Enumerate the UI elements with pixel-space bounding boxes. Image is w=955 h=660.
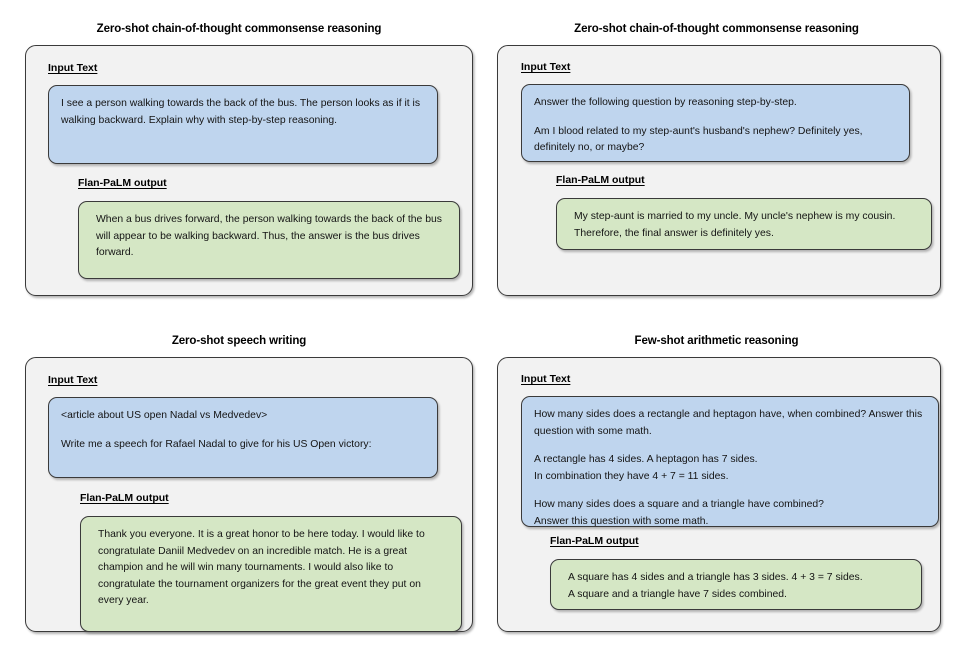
flan-palm-output-label: Flan-PaLM output [550, 535, 639, 547]
input-text-label: Input Text [521, 61, 571, 73]
panel-title: Few-shot arithmetic reasoning [634, 335, 799, 347]
input-text-label: Input Text [48, 374, 98, 386]
input-text-label: Input Text [48, 62, 98, 74]
input-paragraph: How many sides does a rectangle and hept… [534, 409, 923, 437]
input-paragraph: Am I blood related to my step-aunt's hus… [534, 125, 863, 154]
example-panel-speech-writing: Zero-shot speech writing Input Text <art… [0, 330, 478, 660]
panel-card: Input Text Answer the following question… [497, 45, 941, 296]
input-text-label: Input Text [521, 373, 571, 385]
example-panel-commonsense-step-aunt: Zero-shot chain-of-thought commonsense r… [478, 0, 955, 330]
panel-title: Zero-shot speech writing [171, 335, 307, 347]
input-paragraph: How many sides does a square and a trian… [534, 499, 824, 527]
panel-card: Input Text How many sides does a rectang… [497, 357, 941, 632]
panel-card: Input Text I see a person walking toward… [25, 45, 473, 296]
input-paragraph: Answer the following question by reasoni… [534, 97, 797, 108]
flan-palm-output-bubble: When a bus drives forward, the person wa… [78, 201, 460, 279]
flan-palm-output-label: Flan-PaLM output [78, 177, 167, 189]
input-text-bubble: Answer the following question by reasoni… [521, 84, 910, 162]
flan-palm-output-bubble: A square has 4 sides and a triangle has … [550, 559, 922, 610]
panel-title: Zero-shot chain-of-thought commonsense r… [96, 23, 382, 35]
flan-palm-output-bubble: My step-aunt is married to my uncle. My … [556, 198, 932, 250]
flan-palm-output-label: Flan-PaLM output [80, 492, 169, 504]
panel-card: Input Text <article about US open Nadal … [25, 357, 473, 632]
output-paragraph: When a bus drives forward, the person wa… [96, 214, 442, 259]
output-paragraph: My step-aunt is married to my uncle. My … [574, 211, 896, 239]
input-text-bubble: How many sides does a rectangle and hept… [521, 396, 939, 527]
flan-palm-output-bubble: Thank you everyone. It is a great honor … [80, 516, 462, 632]
input-paragraph: I see a person walking towards the back … [61, 98, 421, 126]
panel-title: Zero-shot chain-of-thought commonsense r… [574, 23, 859, 35]
input-text-bubble: <article about US open Nadal vs Medvedev… [48, 397, 438, 478]
output-paragraph: Thank you everyone. It is a great honor … [98, 529, 425, 607]
input-paragraph: Write me a speech for Rafael Nadal to gi… [61, 438, 372, 450]
flan-palm-output-label: Flan-PaLM output [556, 174, 645, 186]
input-paragraph: <article about US open Nadal vs Medvedev… [61, 410, 268, 421]
output-paragraph: A square has 4 sides and a triangle has … [568, 572, 863, 600]
input-text-bubble: I see a person walking towards the back … [48, 85, 438, 164]
example-panel-arithmetic-reasoning: Few-shot arithmetic reasoning Input Text… [478, 330, 955, 660]
example-panel-commonsense-bus: Zero-shot chain-of-thought commonsense r… [0, 0, 478, 330]
input-paragraph: A rectangle has 4 sides. A heptagon has … [534, 454, 758, 482]
